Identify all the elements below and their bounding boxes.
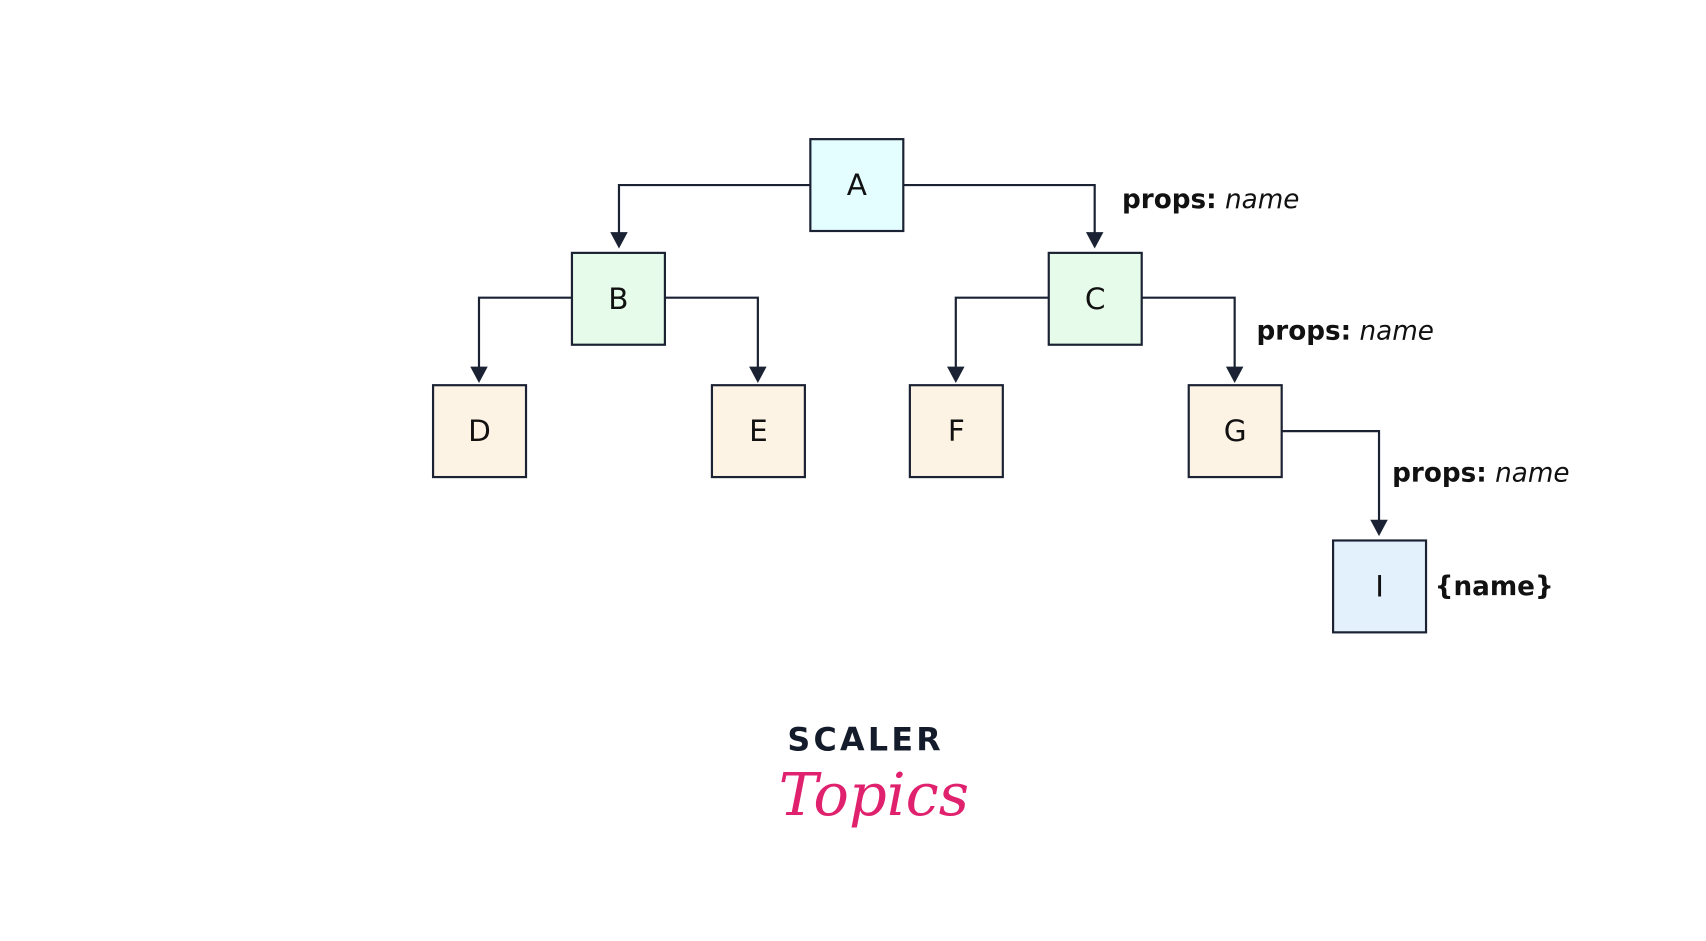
scaler-topics-logo: SCALER Topics xyxy=(779,722,969,829)
node-e: E xyxy=(710,384,806,479)
node-box xyxy=(431,384,528,479)
arrowhead-icon xyxy=(1085,232,1104,249)
arrowhead-icon xyxy=(610,232,628,249)
node-box xyxy=(710,384,806,479)
arrowhead-icon xyxy=(749,366,767,384)
arrowhead-icon xyxy=(1370,519,1388,537)
logo-scaler-text: SCALER xyxy=(787,722,944,758)
edge-a-c xyxy=(903,183,1096,235)
node-d: D xyxy=(431,384,528,479)
edge-a-b xyxy=(617,183,811,235)
edge-label-c-g: props: name xyxy=(1257,316,1434,346)
node-label: C xyxy=(1085,282,1106,316)
arrowhead-icon xyxy=(470,366,488,384)
arrowhead-icon xyxy=(947,366,965,384)
node-box xyxy=(570,251,666,346)
node-label: A xyxy=(847,168,867,202)
arrowhead-icon xyxy=(1225,366,1244,384)
node-box xyxy=(1187,384,1283,479)
node-b: B xyxy=(570,251,666,346)
node-i: I xyxy=(1331,539,1428,634)
edge-g-i xyxy=(1280,430,1381,522)
node-box xyxy=(1047,251,1143,346)
node-annotation-i: {name} xyxy=(1435,572,1554,602)
node-f: F xyxy=(908,384,1004,479)
node-label: B xyxy=(608,282,628,316)
node-label: I xyxy=(1375,569,1384,603)
node-a: A xyxy=(809,138,905,233)
edge-b-e xyxy=(664,296,759,369)
node-g: G xyxy=(1187,384,1283,479)
node-c: C xyxy=(1047,251,1143,346)
edge-label-a-c: props: name xyxy=(1122,185,1299,215)
edge-b-d xyxy=(477,296,572,369)
node-box xyxy=(908,384,1004,479)
node-box xyxy=(809,138,905,233)
nodes: A B C D E F G I xyxy=(431,138,1428,634)
node-label: E xyxy=(749,414,768,448)
edge-c-g xyxy=(1141,296,1236,369)
edges xyxy=(470,183,1388,537)
node-label: D xyxy=(468,414,491,448)
logo-topics-text: Topics xyxy=(779,760,969,829)
node-label: F xyxy=(948,414,965,448)
node-box xyxy=(1331,539,1428,634)
node-label: G xyxy=(1224,414,1247,448)
edge-label-g-i: props: name xyxy=(1392,458,1569,488)
edge-c-f xyxy=(954,296,1049,369)
